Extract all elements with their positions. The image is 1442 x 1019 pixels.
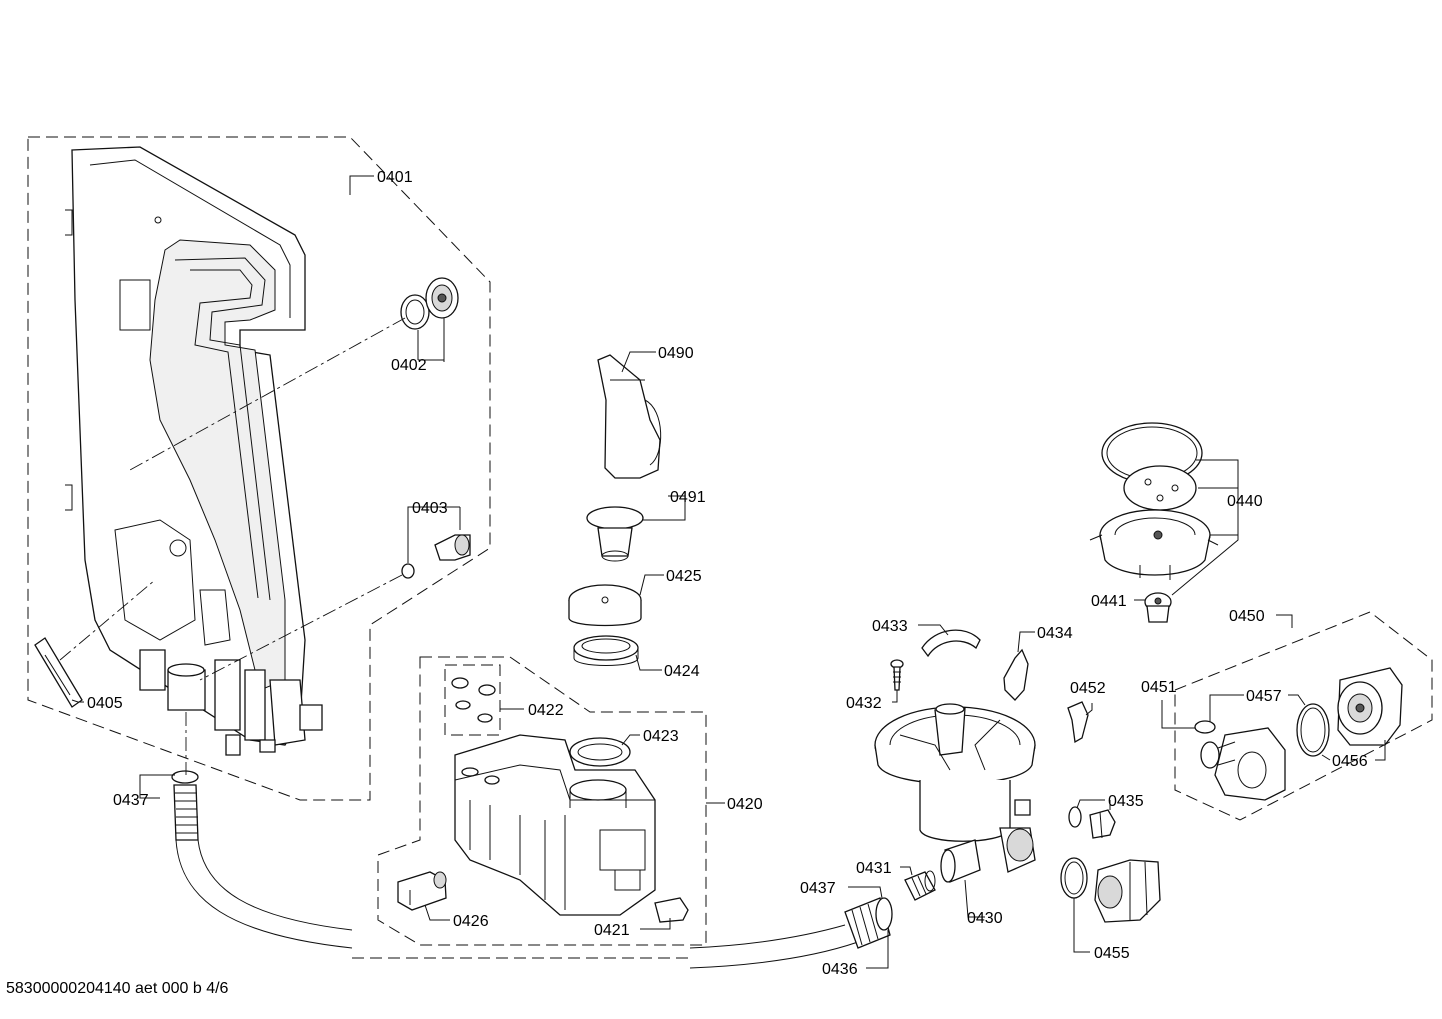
label-0456: 0456 — [1332, 753, 1368, 770]
ring-part — [573, 635, 639, 666]
drain-hose-part — [171, 770, 893, 969]
check-valve-part — [1068, 806, 1116, 839]
pump-housing-part — [1200, 727, 1286, 801]
sensor-part — [1144, 592, 1172, 623]
seal-ring-part — [400, 294, 430, 330]
assembly-axis-0402 — [129, 317, 406, 471]
clip-part — [34, 637, 83, 708]
label-0426: 0426 — [453, 913, 489, 930]
water-softener-part — [454, 734, 656, 916]
assembly-axis-0403 — [199, 574, 403, 681]
assembly-axis-0405 — [59, 579, 156, 661]
heater-housing-part — [1089, 509, 1219, 580]
bracket-part — [1067, 701, 1089, 744]
solenoid-valve-part — [397, 871, 447, 911]
group-boundary-0450 — [1174, 611, 1433, 821]
label-0420: 0420 — [727, 796, 763, 813]
flange-part — [425, 277, 459, 319]
group-boundary-0420 — [377, 656, 707, 946]
label-0457: 0457 — [1246, 688, 1282, 705]
label-0402: 0402 — [391, 357, 427, 374]
label-0436: 0436 — [822, 961, 858, 978]
group-boundary-0422 — [444, 664, 501, 736]
label-0421: 0421 — [594, 922, 630, 939]
clamp-part — [1194, 720, 1216, 734]
drain-pump-seal-part — [1060, 857, 1088, 899]
label-0437-right: 0437 — [800, 880, 836, 897]
label-0401: 0401 — [377, 169, 413, 186]
cover-arc-part — [921, 629, 981, 658]
label-0434: 0434 — [1037, 625, 1073, 642]
label-0422: 0422 — [528, 702, 564, 719]
label-0435: 0435 — [1108, 793, 1144, 810]
adapter-part — [904, 870, 936, 901]
drawing-code: 58300000204140 aet 000 b 4/6 — [6, 980, 229, 997]
label-0490: 0490 — [658, 345, 694, 362]
cap-part — [568, 584, 642, 627]
label-0455: 0455 — [1094, 945, 1130, 962]
label-0430: 0430 — [967, 910, 1003, 927]
seal-set-part — [451, 677, 496, 723]
cup-part — [586, 506, 644, 562]
label-0433: 0433 — [872, 618, 908, 635]
label-0431: 0431 — [856, 860, 892, 877]
valve-part — [401, 534, 471, 579]
screw-part — [890, 659, 904, 691]
side-panel-part — [65, 146, 323, 756]
label-0450: 0450 — [1229, 608, 1265, 625]
label-0403: 0403 — [412, 500, 448, 517]
lever-part — [1003, 648, 1029, 701]
label-0405: 0405 — [87, 695, 123, 712]
leader-lines — [71, 175, 1386, 969]
label-0441: 0441 — [1091, 593, 1127, 610]
label-0451: 0451 — [1141, 679, 1177, 696]
label-0425: 0425 — [666, 568, 702, 585]
label-0452: 0452 — [1070, 680, 1106, 697]
sump-part — [874, 703, 1036, 883]
part-labels: 0401 0402 0403 0405 0437 0490 0491 0425 … — [87, 169, 1368, 978]
label-0424: 0424 — [664, 663, 700, 680]
group-boundary-0401 — [27, 136, 491, 801]
label-0440: 0440 — [1227, 493, 1263, 510]
pump-seal-part — [1296, 703, 1330, 757]
label-0423: 0423 — [643, 728, 679, 745]
label-0491: 0491 — [670, 489, 706, 506]
label-0437-left: 0437 — [113, 792, 149, 809]
retaining-clip-part — [654, 897, 689, 923]
motor-part — [1337, 667, 1403, 746]
heater-ring-part — [1101, 422, 1203, 511]
gasket-part — [569, 737, 631, 767]
funnel-part — [597, 354, 662, 479]
label-0432: 0432 — [846, 695, 882, 712]
drain-pump-part — [1094, 859, 1161, 923]
